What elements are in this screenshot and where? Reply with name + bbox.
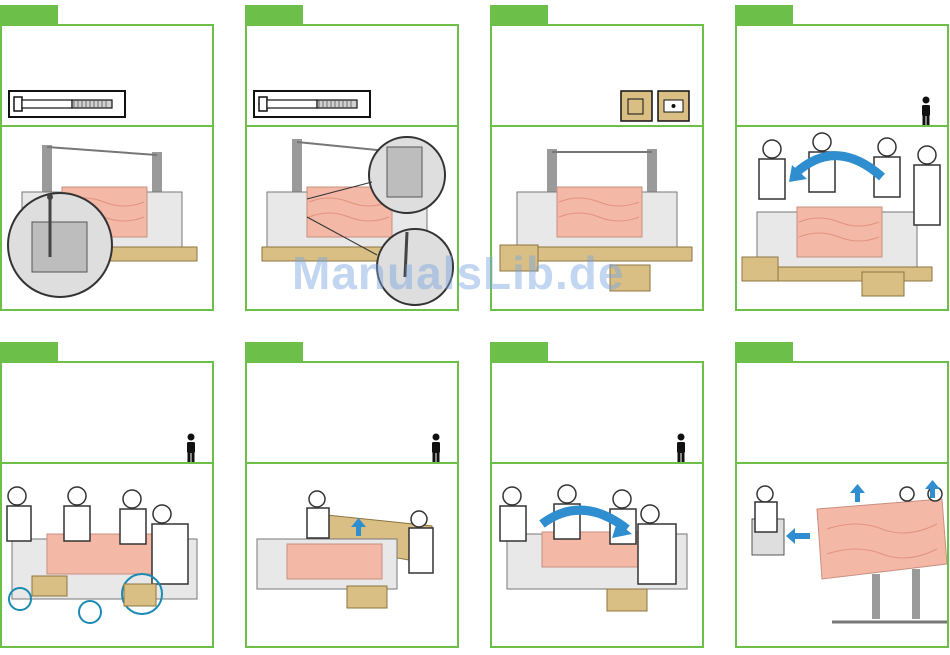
step-panel-4 [735,5,949,311]
person-icon [919,96,933,126]
step-panel-7 [490,342,704,648]
step-instructions-area [737,26,947,125]
step-tab [245,5,303,24]
watermark: ManualsLib.de [292,246,624,300]
step-panel-6 [245,342,459,648]
step-frame [0,361,214,648]
step-instructions-area [2,363,212,462]
bolt-icon [253,90,371,118]
step-frame [735,361,949,648]
step-frame [735,24,949,311]
step-frame [0,24,214,311]
step-tab [0,342,58,361]
step-tab [735,342,793,361]
step-instructions-area [2,26,212,125]
step-instructions-area [737,363,947,462]
step-instructions-area [247,363,457,462]
step-instructions-area [492,363,702,462]
step-frame [245,361,459,648]
step-panel-8 [735,342,949,648]
step-panel-1 [0,5,214,311]
person-icon [429,433,443,463]
step-illustration [737,127,947,309]
step-illustration [247,464,457,646]
step-illustration [737,464,947,646]
step-tab [0,5,58,24]
step-tab [735,5,793,24]
step-tab [490,5,548,24]
step-illustration [492,464,702,646]
step-illustration [2,464,212,646]
step-instructions-area [492,26,702,125]
step-instructions-area [247,26,457,125]
step-panel-5 [0,342,214,648]
step-illustration [2,127,212,309]
person-icon [184,433,198,463]
step-tab [490,342,548,361]
bolt-icon [8,90,126,118]
step-tab [245,342,303,361]
box-tool-icons [620,90,690,122]
step-frame [490,361,704,648]
person-icon [674,433,688,463]
